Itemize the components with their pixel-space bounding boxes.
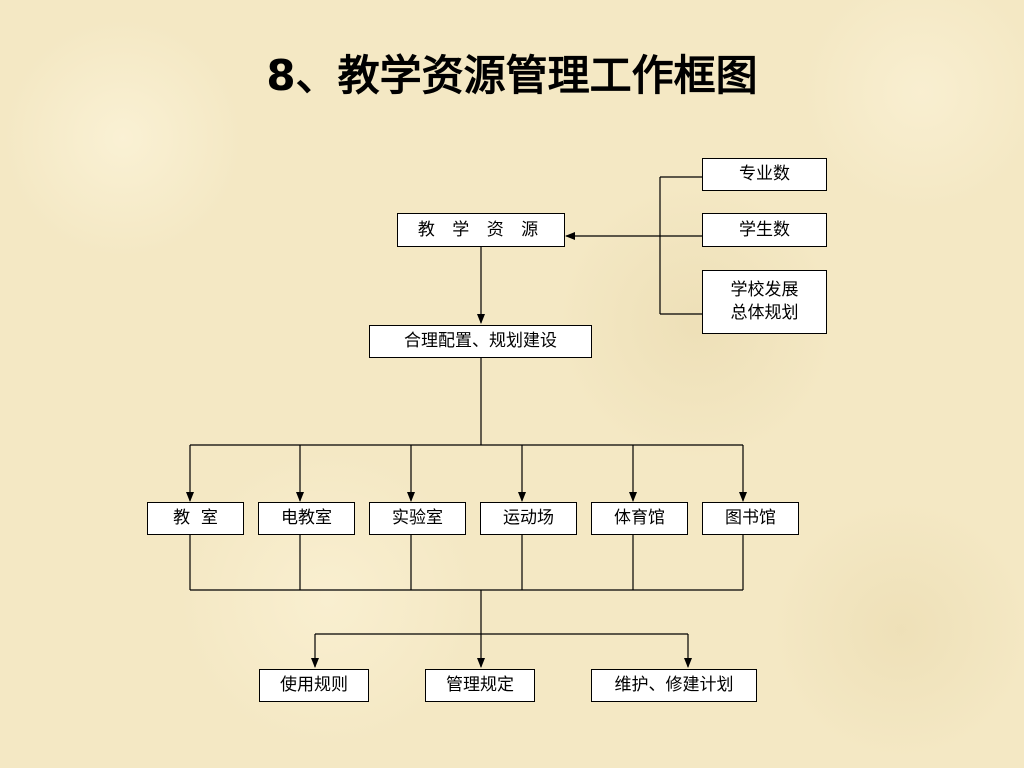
node-lab-label: 实验室 xyxy=(392,508,443,528)
node-usage-rules-label: 使用规则 xyxy=(280,675,348,695)
slide-title: 8、教学资源管理工作框图 xyxy=(266,51,758,100)
node-school-plan-label: 学校发展 总体规划 xyxy=(730,280,799,323)
node-library-label: 图书馆 xyxy=(725,508,776,528)
node-allocation-label: 合理配置、规划建设 xyxy=(404,331,557,351)
node-teaching-resources: 教 学 资 源 xyxy=(397,213,565,247)
node-av-room-label: 电教室 xyxy=(281,508,332,528)
node-usage-rules: 使用规则 xyxy=(259,669,369,702)
node-major-count: 专业数 xyxy=(702,158,827,191)
node-gymnasium: 体育馆 xyxy=(591,502,688,535)
node-classroom-label: 教 室 xyxy=(173,508,218,528)
node-major-count-label: 专业数 xyxy=(739,164,790,184)
node-maintenance-plan-label: 维护、修建计划 xyxy=(614,675,734,695)
node-av-room: 电教室 xyxy=(258,502,355,535)
node-student-count: 学生数 xyxy=(702,213,827,247)
node-management-rules-label: 管理规定 xyxy=(446,675,514,695)
node-teaching-resources-label: 教 学 资 源 xyxy=(417,219,545,240)
node-lab: 实验室 xyxy=(369,502,466,535)
node-sports-field-label: 运动场 xyxy=(503,508,554,528)
node-allocation: 合理配置、规划建设 xyxy=(369,325,592,358)
node-sports-field: 运动场 xyxy=(480,502,577,535)
node-classroom: 教 室 xyxy=(147,502,244,535)
node-student-count-label: 学生数 xyxy=(739,219,790,240)
node-maintenance-plan: 维护、修建计划 xyxy=(591,669,757,702)
node-gymnasium-label: 体育馆 xyxy=(614,508,665,528)
node-library: 图书馆 xyxy=(702,502,799,535)
node-management-rules: 管理规定 xyxy=(425,669,535,702)
node-school-plan: 学校发展 总体规划 xyxy=(702,270,827,334)
